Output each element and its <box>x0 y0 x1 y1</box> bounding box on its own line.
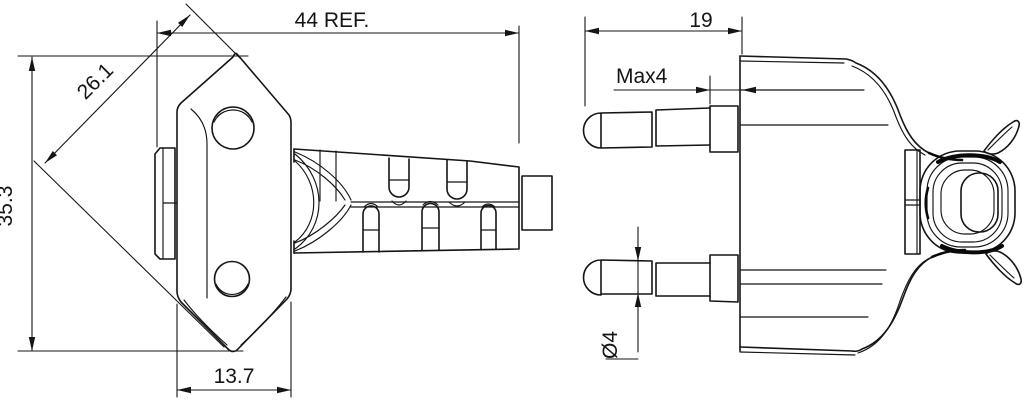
dim-text-face-width: 13.7 <box>214 365 255 388</box>
upper-pin <box>582 105 739 153</box>
top-grip-fin <box>983 119 1020 155</box>
dimension-pin-diameter: Ø4 <box>599 226 642 360</box>
face-plate <box>176 52 292 353</box>
dim-text-pin-diameter: Ø4 <box>599 331 622 359</box>
lower-pin <box>582 254 739 303</box>
mounting-tab <box>154 147 178 260</box>
cable-grip-rear <box>904 119 1022 286</box>
dimension-sleeve-max: Max4 <box>613 65 778 105</box>
dim-text-diagonal-width: 26.1 <box>73 59 118 104</box>
plug-body <box>739 55 933 356</box>
dimension-face-width: 13.7 <box>176 301 292 398</box>
dim-text-overall-height: 35.3 <box>0 186 17 227</box>
bottom-grip-fin <box>985 250 1022 286</box>
dimension-overall-length: 44 REF. <box>156 9 520 148</box>
dimension-diagonal-width: 26.1 <box>33 3 241 348</box>
cable-exit-stub <box>521 175 553 231</box>
front-view <box>154 52 553 353</box>
lower-pin-hole <box>213 260 251 298</box>
side-view <box>582 55 1022 356</box>
dimension-overall-height: 35.3 <box>0 55 249 352</box>
handle-body <box>293 148 520 254</box>
bell-transition <box>293 148 352 254</box>
dim-text-pin-length: 19 <box>689 9 712 32</box>
cable-hole <box>960 172 999 233</box>
dim-text-overall-length: 44 REF. <box>295 9 370 32</box>
upper-pin-hole <box>211 106 255 150</box>
dimension-pin-length: 19 <box>584 9 743 107</box>
dim-text-sleeve-max: Max4 <box>616 65 668 88</box>
